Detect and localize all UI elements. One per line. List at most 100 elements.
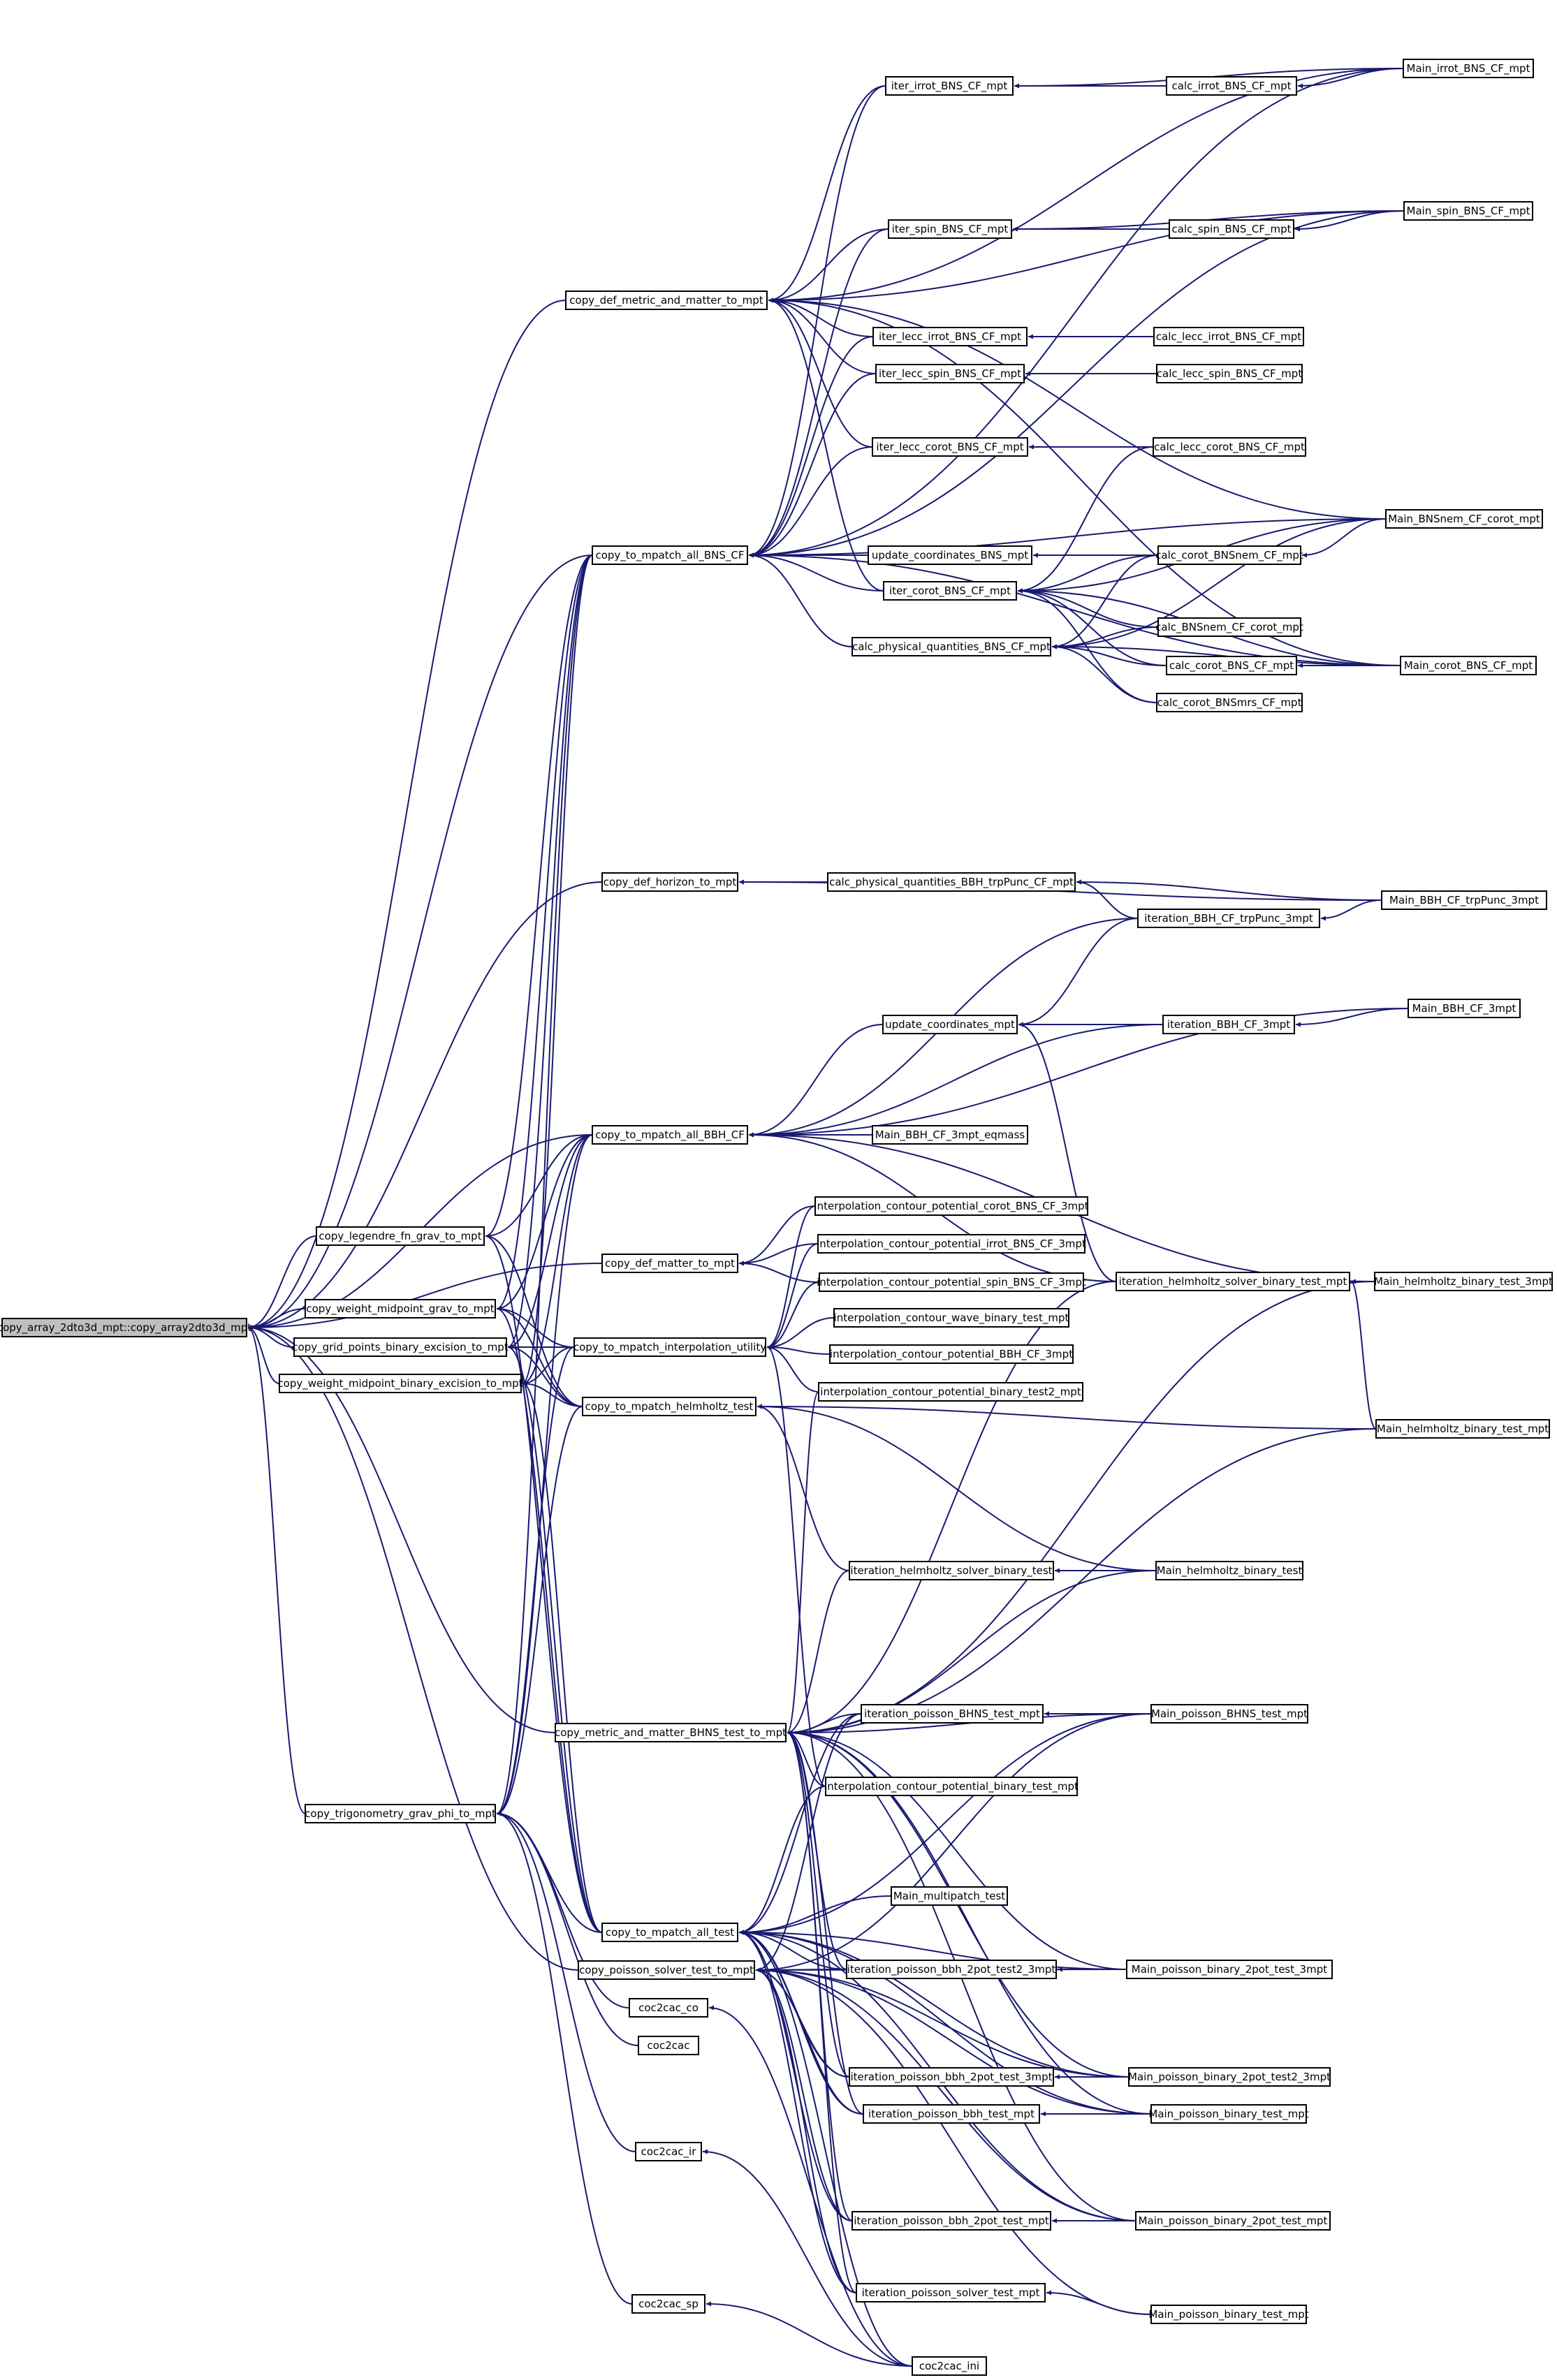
edge-main-helmholtz-binary-test-mpt-to-iteration-helmholtz-solver-binary-test-mpt [1350, 1279, 1377, 1430]
node-copy-to-mpatch-interpolation-utility[interactable]: copy_to_mpatch_interpolation_utility [573, 1337, 766, 1357]
node-iter-corot-bns-cf-mpt[interactable]: iter_corot_BNS_CF_mpt [883, 581, 1017, 601]
node-iteration-poisson-bbh-2pot-test-mpt[interactable]: iteration_poisson_bbh_2pot_test_mpt [851, 2211, 1051, 2231]
node-iter-irrot-bns-cf-mpt[interactable]: iter_irrot_BNS_CF_mpt [885, 76, 1014, 96]
node-copy-to-mpatch-all-test[interactable]: copy_to_mpatch_all_test [601, 1923, 738, 1942]
node-copy-grid-points-binary-excision-to-mpt-box [293, 1337, 507, 1357]
node-coc2cac-ini[interactable]: coc2cac_ini [912, 2356, 987, 2376]
node-main-bbh-cf-3mpt-eqmass[interactable]: Main_BBH_CF_3mpt_eqmass [872, 1125, 1028, 1145]
node-coc2cac[interactable]: coc2cac [638, 2036, 699, 2055]
node-main-poisson-bhns-test-mpt[interactable]: Main_poisson_BHNS_test_mpt [1150, 1704, 1308, 1724]
node-main-bbh-cf-3mpt[interactable]: Main_BBH_CF_3mpt [1408, 999, 1521, 1018]
node-main-poisson-binary-test-mpt-2-label: Main_poisson_binary_test_mpt [1148, 2308, 1308, 2321]
node-copy-to-mpatch-all-bbh-cf-label: copy_to_mpatch_all_BBH_CF [595, 1129, 745, 1142]
node-calc-spin-bns-cf-mpt[interactable]: calc_spin_BNS_CF_mpt [1169, 219, 1294, 239]
edge-coc2cac-ini-to-coc2cac-sp [706, 2301, 913, 2367]
node-copy-weight-midpoint-binary-excision-to-mpt[interactable]: copy_weight_midpoint_binary_excision_to_… [277, 1374, 523, 1393]
edge-main-bbh-cf-3mpt-to-copy-to-mpatch-all-bbh-cf [748, 1008, 1409, 1138]
node-coc2cac-ir[interactable]: coc2cac_ir [635, 2142, 702, 2161]
node-calc-corot-bnsmrs-cf-mpt[interactable]: calc_corot_BNSmrs_CF_mpt [1156, 693, 1303, 712]
node-main-irrot-bns-cf-mpt-box [1403, 59, 1534, 78]
edge-main-poisson-binary-test-mpt-to-copy-metric-and-matter-bhns-test-to-mpt [787, 1730, 1152, 2115]
edge-iteration-bbh-cf-3mpt-to-copy-to-mpatch-all-bbh-cf [748, 1024, 1164, 1138]
node-coc2cac-sp[interactable]: coc2cac_sp [631, 2294, 706, 2314]
node-iter-lecc-corot-bns-cf-mpt-box [872, 437, 1028, 457]
node-calc-irrot-bns-cf-mpt[interactable]: calc_irrot_BNS_CF_mpt [1166, 76, 1297, 96]
node-calc-lecc-corot-bns-cf-mpt[interactable]: calc_lecc_corot_BNS_CF_mpt [1153, 437, 1306, 457]
edge-main-poisson-bhns-test-mpt-to-copy-poisson-solver-test-to-mpt [755, 1713, 1152, 1973]
node-copy-legendre-fn-grav-to-mpt[interactable]: copy_legendre_fn_grav_to_mpt [316, 1226, 485, 1246]
edge-copy-to-mpatch-all-bbh-cf-to-copy-weight-midpoint-binary-excision-to-mpt [522, 1134, 593, 1386]
node-iteration-poisson-bbh-2pot-test2-3mpt[interactable]: iteration_poisson_bbh_2pot_test2_3mpt [846, 1960, 1057, 1979]
node-calc-lecc-irrot-bns-cf-mpt[interactable]: calc_lecc_irrot_BNS_CF_mpt [1153, 327, 1304, 346]
node-interpolation-contour-wave-binary-test-mpt[interactable]: interpolation_contour_wave_binary_test_m… [833, 1308, 1069, 1328]
node-main-poisson-binary-2pot-test-3mpt[interactable]: Main_poisson_binary_2pot_test_3mpt [1126, 1960, 1333, 1979]
node-copy-to-mpatch-all-bbh-cf[interactable]: copy_to_mpatch_all_BBH_CF [592, 1125, 748, 1145]
node-copy-def-matter-to-mpt[interactable]: copy_def_matter_to_mpt [601, 1254, 738, 1273]
node-calc-bnsnem-cf-corot-mpt[interactable]: calc_BNSnem_CF_corot_mpt [1155, 617, 1303, 637]
node-iteration-helmholtz-solver-binary-test[interactable]: iteration_helmholtz_solver_binary_test [849, 1561, 1054, 1580]
node-calc-corot-bnsnem-cf-mpt[interactable]: calc_corot_BNSnem_CF_mpt [1155, 545, 1303, 565]
node-calc-physical-quantities-bns-cf-mpt[interactable]: calc_physical_quantities_BNS_CF_mpt [851, 637, 1051, 656]
node-interpolation-contour-potential-irrot-bns-cf-3mpt[interactable]: interpolation_contour_potential_irrot_BN… [817, 1234, 1086, 1254]
edge-main-helmholtz-binary-test-to-copy-to-mpatch-helmholtz-test [756, 1404, 1157, 1571]
node-iter-lecc-irrot-bns-cf-mpt-label: iter_lecc_irrot_BNS_CF_mpt [879, 330, 1021, 344]
node-interpolation-contour-potential-binary-test-mpt[interactable]: interpolation_contour_potential_binary_t… [824, 1777, 1079, 1796]
node-interpolation-contour-potential-binary-test2-mpt[interactable]: interpolation_contour_potential_binary_t… [818, 1382, 1083, 1402]
node-iteration-bbh-cf-3mpt[interactable]: iteration_BBH_CF_3mpt [1162, 1015, 1295, 1034]
node-copy-to-mpatch-all-bns-cf[interactable]: copy_to_mpatch_all_BNS_CF [592, 545, 748, 565]
node-main-helmholtz-binary-test-mpt[interactable]: Main_helmholtz_binary_test_mpt [1375, 1419, 1550, 1439]
node-interpolation-contour-potential-corot-bns-cf-3mpt[interactable]: interpolation_contour_potential_corot_BN… [814, 1196, 1089, 1216]
node-iteration-poisson-bbh-test-mpt[interactable]: iteration_poisson_bbh_test_mpt [863, 2104, 1040, 2124]
node-iter-spin-bns-cf-mpt[interactable]: iter_spin_BNS_CF_mpt [888, 219, 1012, 239]
node-copy-grid-points-binary-excision-to-mpt[interactable]: copy_grid_points_binary_excision_to_mpt [292, 1337, 509, 1357]
node-calc-physical-quantities-bbh-trppunc-cf-mpt[interactable]: calc_physical_quantities_BBH_trpPunc_CF_… [827, 872, 1076, 892]
node-main-poisson-binary-2pot-test2-3mpt[interactable]: Main_poisson_binary_2pot_test2_3mpt [1128, 2067, 1331, 2087]
node-copy-weight-midpoint-grav-to-mpt[interactable]: copy_weight_midpoint_grav_to_mpt [305, 1299, 496, 1318]
node-calc-lecc-spin-bns-cf-mpt[interactable]: calc_lecc_spin_BNS_CF_mpt [1156, 364, 1303, 383]
node-main-poisson-binary-test-mpt[interactable]: Main_poisson_binary_test_mpt [1148, 2104, 1309, 2124]
edge-iteration-poisson-bbh-test-mpt-to-copy-metric-and-matter-bhns-test-to-mpt [787, 1730, 864, 2115]
node-copy-poisson-solver-test-to-mpt[interactable]: copy_poisson_solver_test_to_mpt [578, 1960, 755, 1980]
node-copy-def-metric-and-matter-to-mpt[interactable]: copy_def_metric_and_matter_to_mpt [565, 291, 768, 310]
edge-copy-to-mpatch-all-bns-cf-to-copy-trigonometry-grav-phi-to-mpt [496, 554, 593, 1816]
node-main-poisson-binary-2pot-test2-3mpt-box [1128, 2067, 1331, 2087]
node-main-helmholtz-binary-test-box [1155, 1561, 1303, 1580]
node-main-spin-bns-cf-mpt[interactable]: Main_spin_BNS_CF_mpt [1403, 201, 1533, 221]
edge-main-bbh-cf-trppunc-3mpt-to-iteration-bbh-cf-trppunc-3mpt [1320, 899, 1382, 921]
node-copy-metric-and-matter-bhns-test-to-mpt[interactable]: copy_metric_and_matter_BHNS_test_to_mpt [555, 1723, 787, 1742]
node-iteration-poisson-bbh-2pot-test-3mpt[interactable]: iteration_poisson_bbh_2pot_test_3mpt [849, 2067, 1054, 2087]
node-main-poisson-binary-test-mpt-2[interactable]: Main_poisson_binary_test_mpt [1148, 2305, 1309, 2324]
edge-copy-to-mpatch-all-test-to-copy-grid-points-binary-excision-to-mpt [507, 1344, 603, 1933]
edge-interpolation-contour-potential-binary-test-mpt-to-copy-metric-and-matter-bhns-test-to-mpt [787, 1730, 826, 1787]
node-main-irrot-bns-cf-mpt[interactable]: Main_irrot_BNS_CF_mpt [1403, 59, 1534, 78]
node-iteration-poisson-solver-test-mpt[interactable]: iteration_poisson_solver_test_mpt [856, 2283, 1046, 2302]
node-iter-lecc-corot-bns-cf-mpt-label: iter_lecc_corot_BNS_CF_mpt [876, 441, 1023, 454]
node-calc-physical-quantities-bns-cf-mpt-box [851, 637, 1051, 656]
node-main-helmholtz-binary-test[interactable]: Main_helmholtz_binary_test [1155, 1561, 1303, 1580]
edge-iteration-poisson-bhns-test-mpt-to-copy-poisson-solver-test-to-mpt [755, 1713, 862, 1973]
node-interpolation-contour-potential-bbh-cf-3mpt[interactable]: interpolation_contour_potential_BBH_CF_3… [829, 1344, 1074, 1364]
node-root[interactable]: copy_array_2dto3d_mpt::copy_array2dto3d_… [0, 1318, 251, 1337]
node-iter-lecc-corot-bns-cf-mpt[interactable]: iter_lecc_corot_BNS_CF_mpt [872, 437, 1028, 457]
node-iteration-poisson-bhns-test-mpt[interactable]: iteration_poisson_BHNS_test_mpt [861, 1704, 1044, 1724]
node-main-helmholtz-binary-test-3mpt[interactable]: Main_helmholtz_binary_test_3mpt [1374, 1272, 1553, 1291]
node-coc2cac-co[interactable]: coc2cac_co [629, 1998, 708, 2018]
node-update-coordinates-mpt[interactable]: update_coordinates_mpt [882, 1015, 1018, 1034]
node-main-poisson-binary-2pot-test-mpt[interactable]: Main_poisson_binary_2pot_test_mpt [1135, 2211, 1331, 2231]
node-iter-lecc-irrot-bns-cf-mpt[interactable]: iter_lecc_irrot_BNS_CF_mpt [872, 327, 1028, 346]
node-calc-corot-bns-cf-mpt[interactable]: calc_corot_BNS_CF_mpt [1166, 656, 1297, 675]
node-copy-to-mpatch-helmholtz-test[interactable]: copy_to_mpatch_helmholtz_test [582, 1397, 756, 1416]
node-main-bbh-cf-trppunc-3mpt[interactable]: Main_BBH_CF_trpPunc_3mpt [1381, 890, 1547, 910]
node-interpolation-contour-potential-spin-bns-cf-3mpt[interactable]: interpolation_contour_potential_spin_BNS… [817, 1272, 1086, 1292]
node-copy-def-horizon-to-mpt[interactable]: copy_def_horizon_to_mpt [601, 872, 738, 892]
edge-iter-corot-bns-cf-mpt-to-copy-def-metric-and-matter-to-mpt [768, 298, 884, 592]
node-main-poisson-binary-test-mpt-label: Main_poisson_binary_test_mpt [1148, 2108, 1308, 2121]
node-iteration-bbh-cf-trppunc-3mpt[interactable]: iteration_BBH_CF_trpPunc_3mpt [1137, 909, 1320, 928]
node-main-bnsnem-cf-corot-mpt[interactable]: Main_BNSnem_CF_corot_mpt [1385, 509, 1543, 529]
node-iter-lecc-spin-bns-cf-mpt[interactable]: iter_lecc_spin_BNS_CF_mpt [875, 364, 1025, 383]
node-iteration-helmholtz-solver-binary-test-mpt[interactable]: iteration_helmholtz_solver_binary_test_m… [1116, 1272, 1350, 1291]
node-main-multipatch-test[interactable]: Main_multipatch_test [891, 1886, 1008, 1906]
node-update-coordinates-bns-mpt[interactable]: update_coordinates_BNS_mpt [868, 545, 1032, 565]
node-main-corot-bns-cf-mpt[interactable]: Main_corot_BNS_CF_mpt [1400, 656, 1537, 675]
node-copy-trigonometry-grav-phi-to-mpt[interactable]: copy_trigonometry_grav_phi_to_mpt [305, 1804, 496, 1823]
